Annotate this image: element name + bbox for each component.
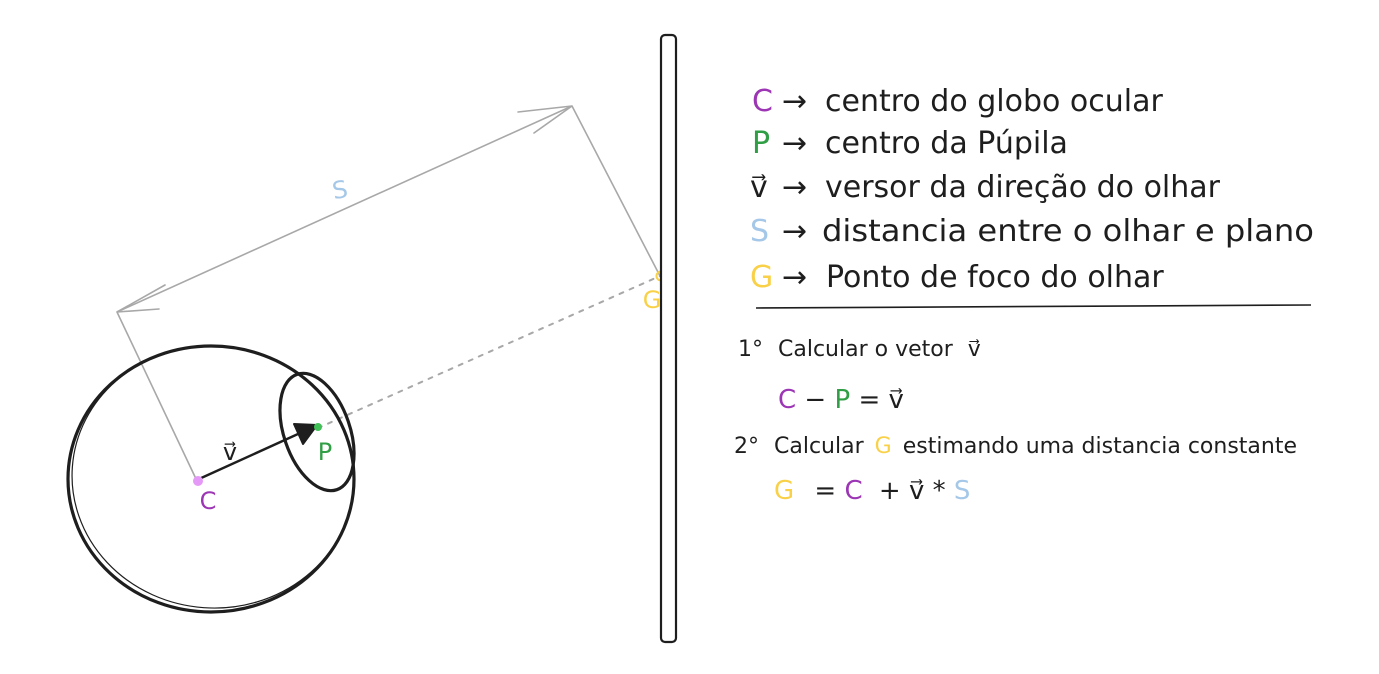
step2-text-after: estimando uma distancia constante <box>903 434 1297 459</box>
guide-line-plane <box>571 105 661 277</box>
eq1-v: v⃗ <box>889 385 904 415</box>
eye-sketch: S v⃗ P C G <box>66 105 667 614</box>
legend-row-c: C → centro do globo ocular <box>752 84 1163 119</box>
legend-arrow: → <box>782 84 807 119</box>
eq2-times: * <box>933 476 946 506</box>
legend-text-p: centro da Púpila <box>825 126 1068 161</box>
legend: C → centro do globo ocular P → centro da… <box>750 84 1314 309</box>
eq1-equals: = <box>858 385 880 415</box>
label-v: v⃗ <box>223 438 237 466</box>
step1-line: 1° Calcular o vetor v⃗ <box>738 337 981 362</box>
distance-arrowhead-right <box>517 105 573 134</box>
legend-arrow: → <box>782 214 807 249</box>
steps: 1° Calcular o vetor v⃗ C − P = v⃗ 2° Cal… <box>734 337 1297 506</box>
gaze-line <box>317 275 661 429</box>
vector-v-shaft <box>198 432 299 481</box>
legend-symbol-s: S <box>750 214 769 249</box>
label-s: S <box>330 175 350 205</box>
legend-arrow: → <box>782 126 807 161</box>
legend-symbol-v: v⃗ <box>750 170 768 205</box>
legend-arrow: → <box>782 260 807 295</box>
distance-arrow-s <box>116 105 573 313</box>
legend-divider <box>755 304 1312 309</box>
step1-text: Calcular o vetor <box>778 337 954 362</box>
eq2-equals: = <box>814 476 836 506</box>
step2-line: 2° Calcular G estimando uma distancia co… <box>734 434 1297 459</box>
pupil-outline <box>278 371 356 493</box>
legend-text-v: versor da direção do olhar <box>825 170 1221 205</box>
equation-1: C − P = v⃗ <box>778 385 904 415</box>
legend-text-s: distancia entre o olhar e plano <box>822 214 1314 249</box>
guide-line-eye <box>116 311 198 482</box>
eq1-minus: − <box>804 385 826 415</box>
step2-g: G <box>875 434 892 459</box>
legend-row-g: G → Ponto de foco do olhar <box>750 260 1164 295</box>
eq2-plus: + <box>879 476 901 506</box>
eyeball-outline-sketch <box>71 345 355 609</box>
eq2-s: S <box>954 476 971 506</box>
eq2-g: G <box>774 476 794 506</box>
eq2-c: C <box>844 476 862 506</box>
label-g: G <box>643 286 662 314</box>
equation-2: G = C + v⃗ * S <box>774 476 970 506</box>
eq1-p: P <box>834 385 850 415</box>
legend-row-s: S → distancia entre o olhar e plano <box>750 214 1314 249</box>
eq1-c: C <box>778 385 796 415</box>
step2-number: 2° <box>734 434 759 459</box>
vector-v-arrowhead <box>293 423 318 445</box>
step2-text-before: Calcular <box>774 434 865 459</box>
distance-arrowhead-left <box>116 284 166 313</box>
legend-symbol-c: C <box>752 84 773 119</box>
legend-symbol-g: G <box>750 260 773 295</box>
legend-row-v: v⃗ → versor da direção do olhar <box>750 170 1221 205</box>
point-p-dot <box>314 423 322 431</box>
label-c: C <box>200 487 217 515</box>
label-p: P <box>318 438 332 466</box>
projection-plane <box>659 33 678 644</box>
legend-arrow: → <box>782 170 807 205</box>
eq2-v: v⃗ <box>909 476 924 506</box>
step1-number: 1° <box>738 337 763 362</box>
legend-text-g: Ponto de foco do olhar <box>826 260 1164 295</box>
step1-vector: v⃗ <box>968 337 981 362</box>
legend-symbol-p: P <box>752 126 770 161</box>
legend-text-c: centro do globo ocular <box>825 84 1163 119</box>
point-c-dot <box>193 476 203 486</box>
legend-row-p: P → centro da Púpila <box>752 126 1068 161</box>
